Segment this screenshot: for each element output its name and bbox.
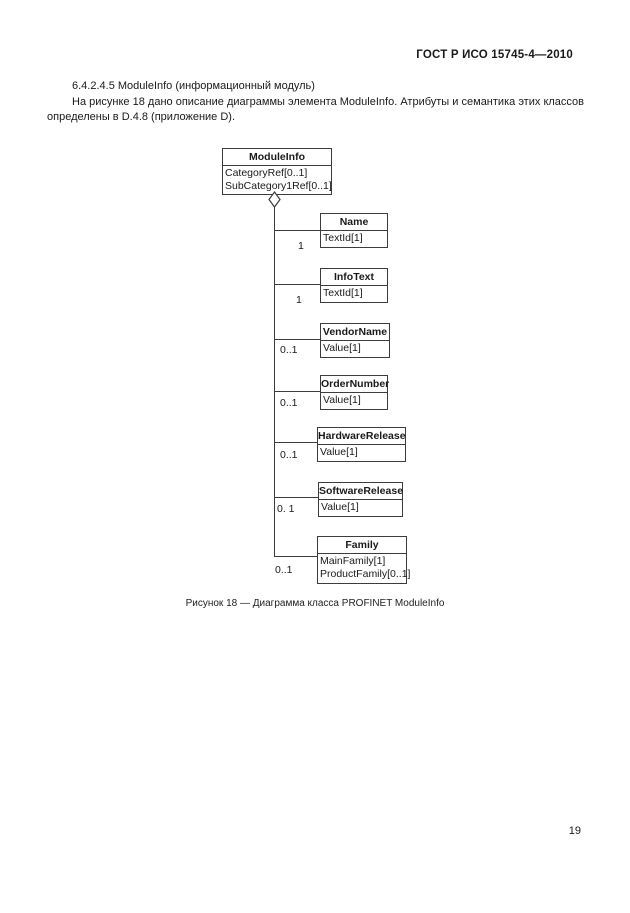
class-attribute: MainFamily[1] (320, 555, 386, 567)
class-title: VendorName (321, 324, 389, 341)
class-attributes: CategoryRef[0..1] SubCategory1Ref[0..1] (223, 166, 332, 194)
connector-branch-line (274, 497, 318, 498)
document-header: ГОСТ Р ИСО 15745-4—2010 (416, 49, 573, 61)
connector-branch-line (274, 391, 320, 392)
page-number: 19 (568, 825, 581, 837)
multiplicity-label: 1 (298, 240, 304, 252)
class-attribute: Value[1] (323, 342, 361, 354)
class-title: HardwareRelease (318, 428, 406, 445)
class-box-hardwarerelease: HardwareRelease Value[1] (317, 427, 406, 462)
class-attributes: MainFamily[1] ProductFamily[0..1] (318, 554, 411, 583)
class-box-vendorname: VendorName Value[1] (320, 323, 390, 358)
class-attribute: Value[1] (323, 394, 361, 406)
class-attribute: SubCategory1Ref[0..1] (225, 179, 332, 192)
class-title: InfoText (321, 269, 387, 286)
class-attributes: TextId[1] (321, 286, 387, 302)
class-box-name: Name TextId[1] (320, 213, 388, 248)
class-attributes: TextId[1] (321, 231, 387, 247)
class-attribute: Value[1] (321, 501, 359, 513)
class-box-ordernumber: OrderNumber Value[1] (320, 375, 389, 410)
multiplicity-label: 1 (296, 294, 302, 306)
connector-branch-line (274, 442, 317, 443)
multiplicity-label: 0..1 (280, 344, 298, 356)
section-paragraph: На рисунке 18 дано описание диаграммы эл… (47, 95, 584, 124)
connector-branch-line (274, 230, 320, 231)
class-box-infotext: InfoText TextId[1] (320, 268, 388, 303)
class-attribute: ProductFamily[0..1] (320, 568, 411, 580)
class-attribute: CategoryRef[0..1] (225, 167, 308, 179)
multiplicity-label: 0..1 (280, 449, 298, 461)
class-attribute: Value[1] (320, 446, 358, 458)
body-text: 6.4.2.4.5 ModuleInfo (информационный мод… (47, 79, 584, 126)
connector-branch-line (274, 284, 320, 285)
class-attributes: Value[1] (321, 393, 387, 409)
class-title: SoftwareRelease (319, 483, 403, 500)
class-attribute: TextId[1] (323, 287, 363, 299)
multiplicity-label: 0..1 (280, 397, 298, 409)
multiplicity-label: 0. 1 (277, 503, 295, 515)
class-title: ModuleInfo (223, 149, 331, 166)
connector-trunk-line (274, 206, 275, 557)
multiplicity-label: 0..1 (275, 564, 293, 576)
section-heading: 6.4.2.4.5 ModuleInfo (информационный мод… (72, 80, 315, 92)
class-attributes: Value[1] (321, 341, 389, 357)
class-box-softwarerelease: SoftwareRelease Value[1] (318, 482, 403, 517)
class-box-family: Family MainFamily[1] ProductFamily[0..1] (317, 536, 411, 584)
class-title: Family (318, 537, 406, 554)
figure-caption: Рисунок 18 — Диаграмма класса PROFINET M… (185, 598, 445, 609)
class-attributes: Value[1] (318, 445, 405, 461)
class-title: OrderNumber (321, 376, 389, 393)
connector-branch-line (274, 556, 317, 557)
class-box-moduleinfo: ModuleInfo CategoryRef[0..1] SubCategory… (222, 148, 332, 195)
connector-branch-line (274, 339, 320, 340)
class-attributes: Value[1] (319, 500, 402, 516)
class-title: Name (321, 214, 387, 231)
class-attribute: TextId[1] (323, 232, 363, 244)
